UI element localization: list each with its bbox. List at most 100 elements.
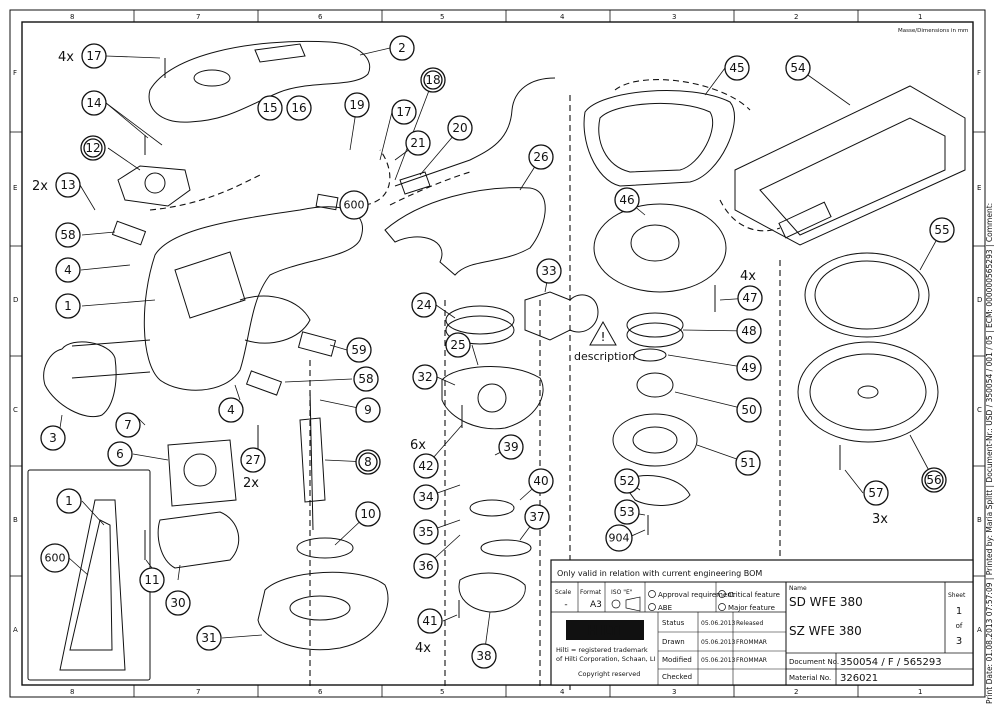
svg-text:21: 21 (410, 136, 425, 150)
callout-53: 53 (614, 499, 640, 525)
callout-9: 9 (355, 397, 381, 423)
callout-600b: 600 (40, 543, 70, 573)
svg-text:31: 31 (201, 631, 216, 645)
callout-25: 25 (445, 332, 471, 358)
qty-41: 4x (415, 641, 431, 656)
col-label-1: 1 (918, 13, 922, 21)
col-label-4-bottom: 4 (560, 688, 565, 696)
svg-text:56: 56 (926, 473, 941, 487)
title-block: Only valid in relation with current engi… (550, 559, 974, 686)
svg-text:25: 25 (450, 338, 465, 352)
svg-text:27: 27 (245, 453, 260, 467)
row-label-D: D (13, 296, 18, 304)
callout-46: 46 (614, 187, 640, 213)
svg-text:35: 35 (418, 525, 433, 539)
callout-13: 13 (55, 172, 81, 198)
status-value: Released (736, 620, 763, 627)
callout-36: 36 (413, 553, 439, 579)
modified-by: FROMMAR (736, 657, 767, 664)
svg-text:16: 16 (291, 101, 306, 115)
callout-47: 47 (737, 285, 763, 311)
callout-600a: 600 (339, 190, 369, 220)
row-label-C: C (13, 406, 18, 414)
svg-text:32: 32 (417, 370, 432, 384)
callout-45: 45 (724, 55, 750, 81)
svg-text:58: 58 (60, 228, 75, 242)
svg-text:45: 45 (729, 61, 744, 75)
callout-14: 14 (81, 90, 107, 116)
major-radio (718, 603, 726, 611)
callout-55: 55 (929, 217, 955, 243)
format-label: Format (580, 589, 602, 596)
callout-51: 51 (735, 450, 761, 476)
callout-54: 54 (785, 55, 811, 81)
callout-7: 7 (115, 412, 141, 438)
modified-label: Modified (662, 656, 692, 664)
approval-radio (648, 590, 656, 598)
col-label-6-bottom: 6 (318, 688, 323, 696)
callout-11: 11 (139, 567, 165, 593)
svg-text:904: 904 (609, 532, 630, 545)
qty-57: 3x (872, 512, 888, 527)
svg-text:47: 47 (742, 291, 757, 305)
callout-52: 52 (614, 468, 640, 494)
callout-16: 16 (286, 95, 312, 121)
callout-12: 12 (80, 135, 106, 161)
svg-text:52: 52 (619, 474, 634, 488)
svg-text:600: 600 (344, 199, 365, 212)
svg-text:26: 26 (533, 150, 548, 164)
svg-text:24: 24 (416, 298, 431, 312)
name-label: Name (789, 585, 807, 592)
callout-39: 39 (498, 434, 524, 460)
row-label-F-right: F (977, 69, 981, 77)
callout-50: 50 (736, 397, 762, 423)
parts-line-art: ! (27, 40, 966, 681)
callout-27: 27 (240, 447, 266, 473)
callout-40: 40 (528, 468, 554, 494)
svg-text:50: 50 (741, 403, 756, 417)
col-label-3: 3 (672, 13, 676, 21)
callout-34: 34 (413, 484, 439, 510)
svg-text:55: 55 (934, 223, 949, 237)
svg-text:51: 51 (740, 456, 755, 470)
row-label-A: A (13, 626, 18, 634)
svg-text:40: 40 (533, 474, 548, 488)
callout-17b: 17 (391, 99, 417, 125)
callout-26: 26 (528, 144, 554, 170)
svg-text:57: 57 (868, 486, 883, 500)
checked-label: Checked (662, 673, 692, 681)
svg-text:1: 1 (64, 299, 72, 313)
svg-text:59: 59 (351, 343, 366, 357)
row-label-B-right: B (977, 516, 982, 524)
row-label-A-right: A (977, 626, 982, 634)
name-line-1: SD WFE 380 (789, 595, 863, 609)
callout-35: 35 (413, 519, 439, 545)
trademark-line-1: Hilti = registered trademark (556, 646, 648, 654)
svg-text:20: 20 (452, 121, 467, 135)
svg-text:15: 15 (262, 101, 277, 115)
svg-text:2: 2 (398, 41, 406, 55)
callout-56: 56 (921, 467, 947, 493)
callout-3: 3 (40, 425, 66, 451)
scale-label: Scale (555, 589, 571, 596)
trademark-line-2: of Hilti Corporation, Schaan, LI (556, 655, 655, 663)
callout-32: 32 (412, 364, 438, 390)
status-date: 05.06.2013 (701, 620, 736, 627)
callout-59: 59 (346, 337, 372, 363)
dimensions-note: Masse/Dimensions in mm (898, 28, 968, 34)
col-label-6: 6 (318, 13, 323, 21)
callout-21: 21 (405, 130, 431, 156)
svg-text:1: 1 (65, 494, 73, 508)
row-label-E: E (13, 184, 17, 192)
svg-text:9: 9 (364, 403, 372, 417)
svg-text:18: 18 (425, 73, 440, 87)
callout-41: 41 (417, 608, 443, 634)
svg-text:34: 34 (418, 490, 433, 504)
svg-text:17: 17 (396, 105, 411, 119)
svg-text:6: 6 (116, 447, 124, 461)
scale-value: - (564, 600, 567, 610)
row-label-F: F (13, 69, 17, 77)
print-metadata: Print Date: 01.08.2013 07:57:09 | Printe… (985, 202, 994, 704)
callout-6: 6 (107, 441, 133, 467)
material-no-value: 326021 (840, 673, 878, 684)
